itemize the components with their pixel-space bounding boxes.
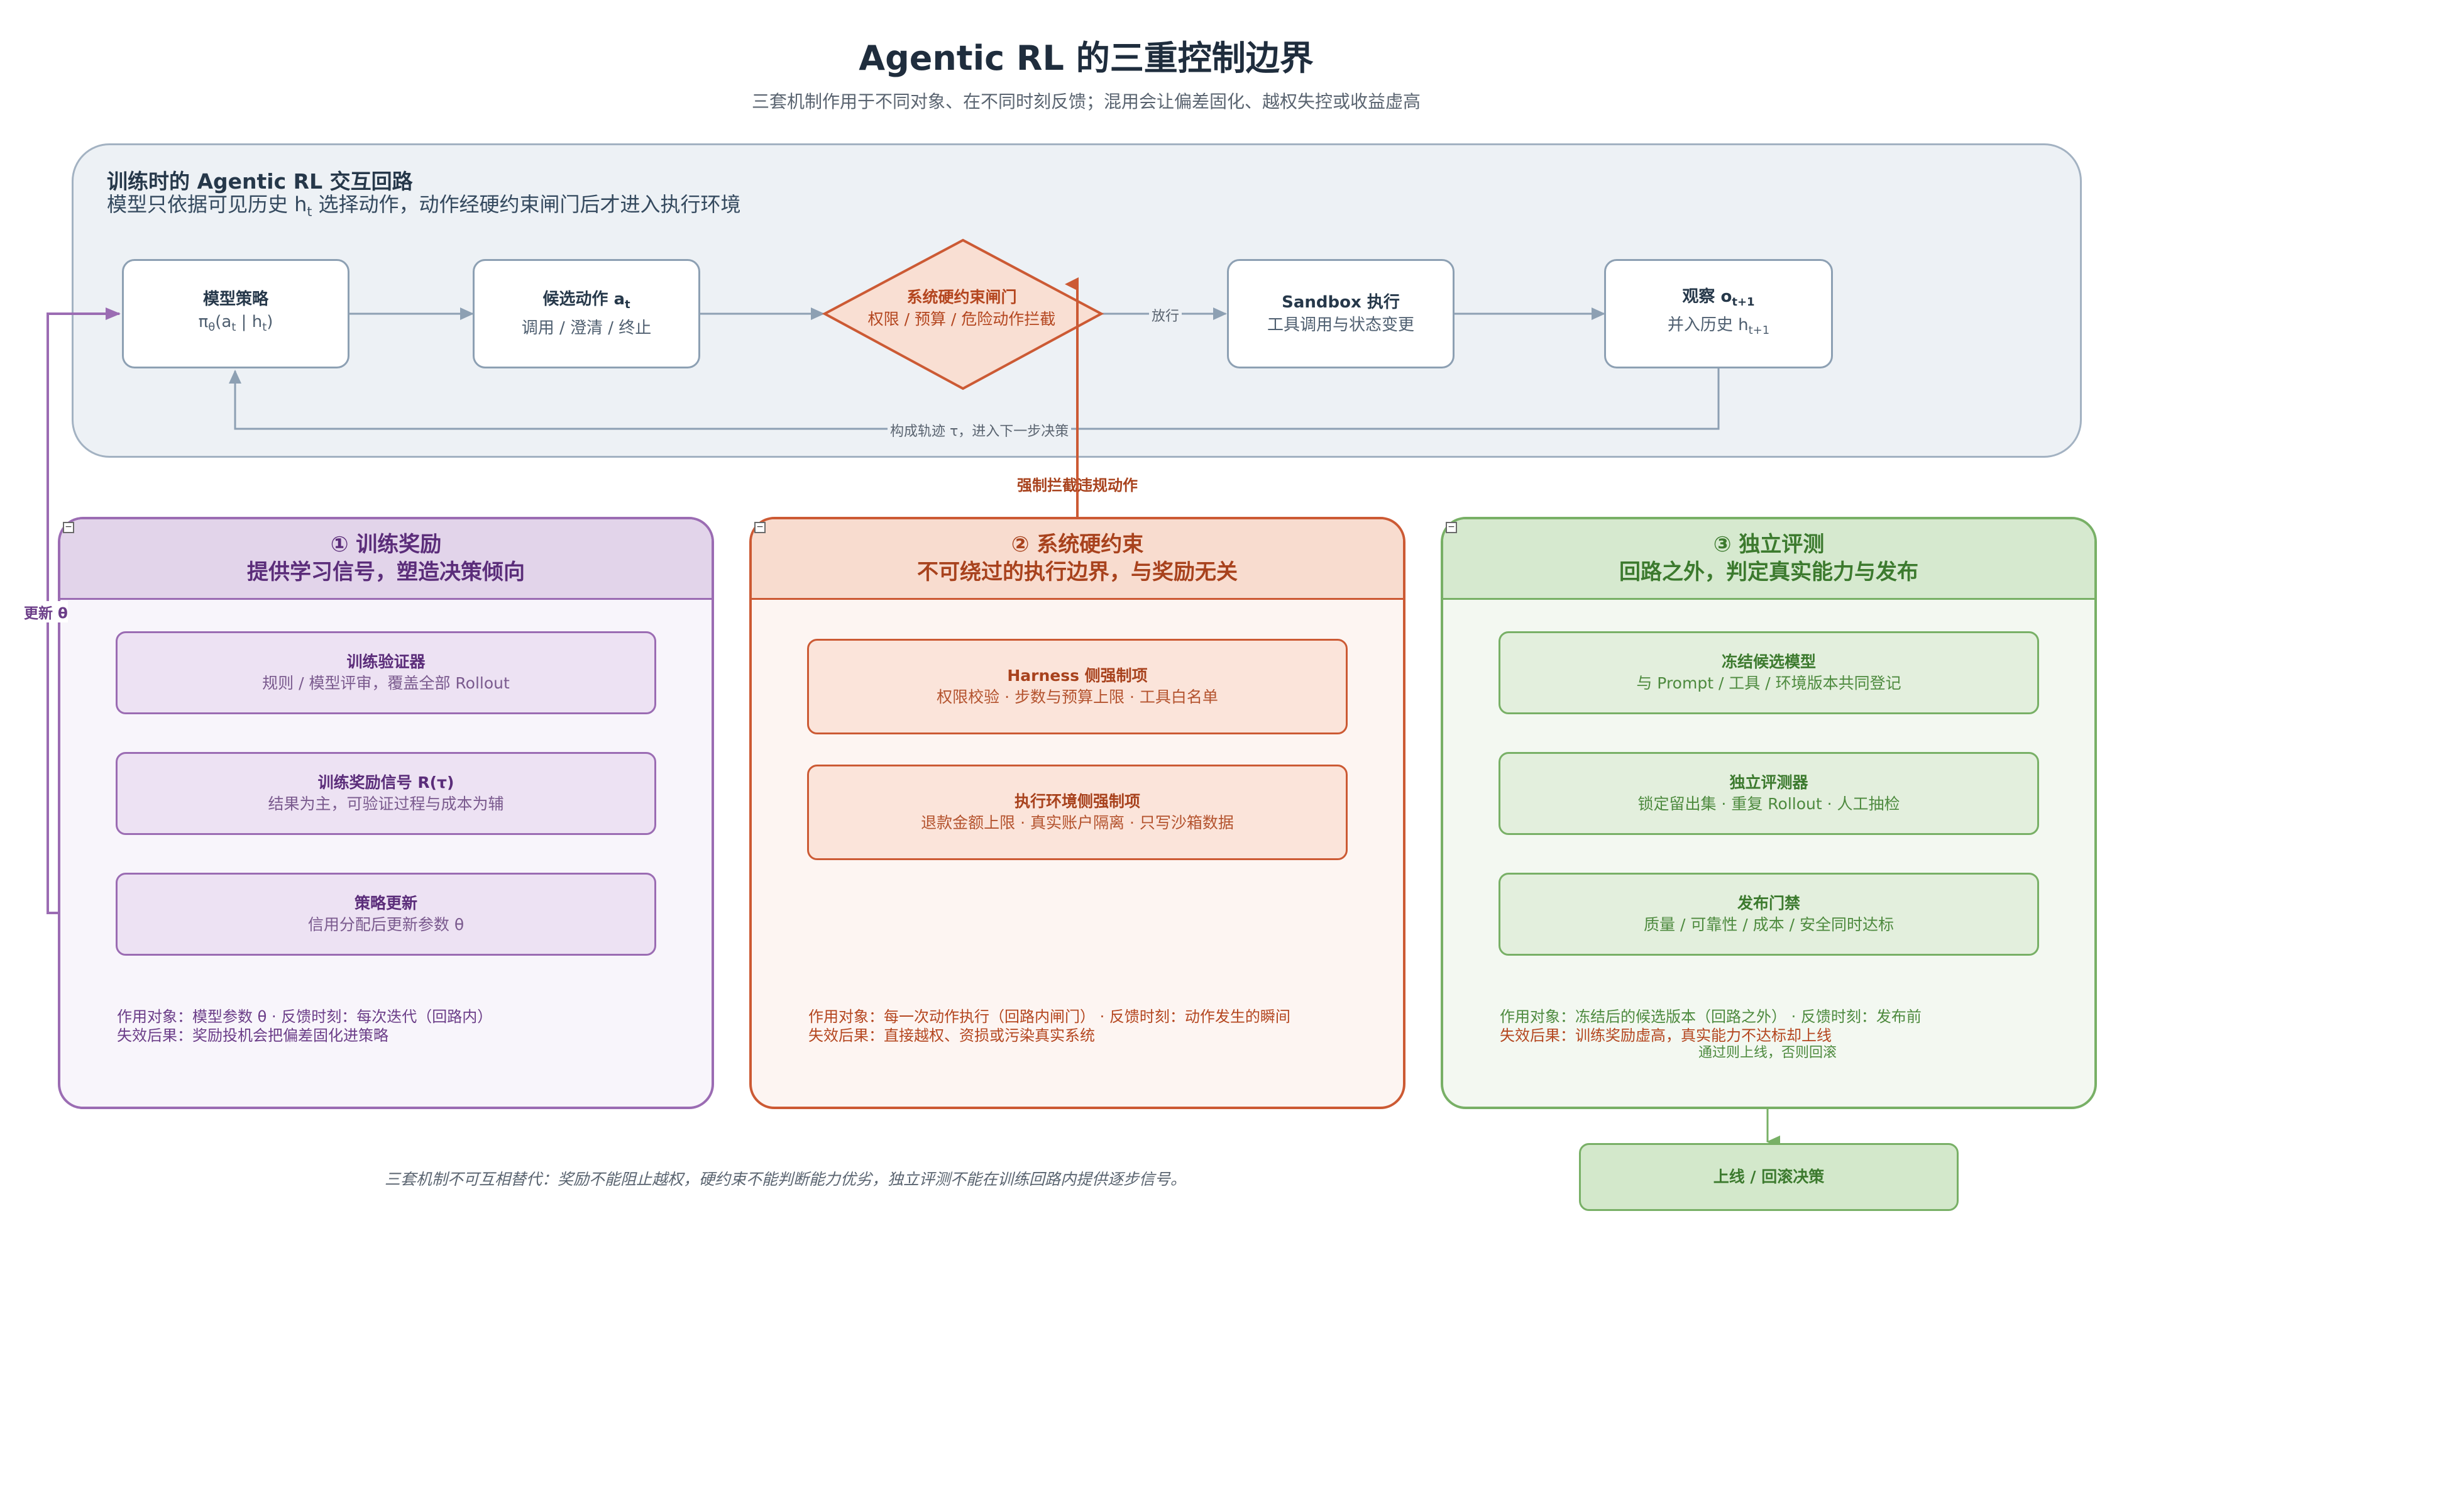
independent-evaluator-box: 独立评测器 锁定留出集 · 重复 Rollout · 人工抽检 (1499, 752, 2039, 835)
policy-formula: πθ(at | ht) (198, 312, 273, 334)
observe-desc: 并入历史 ht+1 (1667, 316, 1770, 338)
panel-reward-header: ① 训练奖励 提供学习信号，塑造决策倾向 (60, 519, 712, 600)
box-title: 发布门禁 (1737, 894, 1800, 912)
box-title: 执行环境侧强制项 (1014, 792, 1140, 810)
release-decision-label: 上线 / 回滚决策 (1713, 1168, 1825, 1186)
gate-desc: 权限 / 预算 / 危险动作拦截 (867, 310, 1056, 328)
sandbox-desc: 工具调用与状态变更 (1267, 316, 1414, 334)
panel-reward-subtitle: 提供学习信号，塑造决策倾向 (247, 560, 525, 585)
panel-hard-header: ② 系统硬约束 不可绕过的执行边界，与奖励无关 (752, 519, 1403, 600)
reward-failure-note: 失效后果：奖励投机会把偏差固化进策略 (117, 1027, 388, 1044)
feedback-label: 构成轨迹 τ，进入下一步决策 (888, 420, 1072, 440)
pass-label: 放行 (1149, 305, 1182, 325)
observe-title: 观察 ot+1 (1682, 287, 1755, 309)
panel-eval-subtitle: 回路之外，判定真实能力与发布 (1619, 560, 1918, 585)
sandbox-node: Sandbox 执行 工具调用与状态变更 (1227, 259, 1455, 368)
environment-enforcement-box: 执行环境侧强制项 退款金额上限 · 真实账户隔离 · 只写沙箱数据 (807, 765, 1348, 860)
sandbox-title: Sandbox 执行 (1282, 293, 1400, 312)
box-title: 训练验证器 (346, 653, 426, 671)
collapse-icon[interactable]: − (1446, 522, 1457, 533)
training-verifier-box: 训练验证器 规则 / 模型评审，覆盖全部 Rollout (116, 631, 656, 714)
box-desc: 退款金额上限 · 真实账户隔离 · 只写沙箱数据 (921, 814, 1234, 832)
harness-enforcement-box: Harness 侧强制项 权限校验 · 步数与预算上限 · 工具白名单 (807, 639, 1348, 734)
box-desc: 结果为主，可验证过程与成本为辅 (268, 795, 504, 813)
box-title: 策略更新 (354, 894, 417, 912)
panel-reward-title: ① 训练奖励 (330, 532, 442, 557)
box-title: 冻结候选模型 (1721, 653, 1816, 671)
page-subtitle: 三套机制作用于不同对象、在不同时刻反馈；混用会让偏差固化、越权失控或收益虚高 (751, 91, 1421, 112)
hard-failure-note: 失效后果：直接越权、资损或污染真实系统 (808, 1027, 1095, 1044)
panel-eval-header: ③ 独立评测 回路之外，判定真实能力与发布 (1443, 519, 2094, 600)
policy-update-box: 策略更新 信用分配后更新参数 θ (116, 873, 656, 956)
action-node: 候选动作 at 调用 / 澄清 / 终止 (473, 259, 700, 368)
panel-hard-subtitle: 不可绕过的执行边界，与奖励无关 (917, 560, 1238, 585)
box-title: 训练奖励信号 R(τ) (317, 773, 454, 792)
gate-diamond (822, 238, 1104, 390)
eval-failure-note: 失效后果：训练奖励虚高，真实能力不达标却上线 (1500, 1027, 1832, 1044)
policy-node: 模型策略 πθ(at | ht) (122, 259, 349, 368)
frozen-candidate-box: 冻结候选模型 与 Prompt / 工具 / 环境版本共同登记 (1499, 631, 2039, 714)
reward-signal-box: 训练奖励信号 R(τ) 结果为主，可验证过程与成本为辅 (116, 752, 656, 835)
gate-title: 系统硬约束闸门 (906, 288, 1017, 306)
policy-title: 模型策略 (202, 290, 268, 309)
box-desc: 信用分配后更新参数 θ (307, 915, 465, 934)
action-title: 候选动作 at (542, 290, 630, 312)
observe-node: 观察 ot+1 并入历史 ht+1 (1604, 259, 1833, 368)
hard-scope-note: 作用对象：每一次动作执行（回路内闸门） · 反馈时刻：动作发生的瞬间 (808, 1008, 1290, 1025)
box-desc: 与 Prompt / 工具 / 环境版本共同登记 (1636, 674, 1901, 692)
panel-hard-title: ② 系统硬约束 (1011, 532, 1144, 557)
release-decision-box: 上线 / 回滚决策 (1579, 1143, 1959, 1211)
collapse-icon[interactable]: − (63, 522, 74, 533)
box-title: Harness 侧强制项 (1007, 666, 1148, 685)
panel-eval-title: ③ 独立评测 (1713, 532, 1825, 557)
loop-title: 训练时的 Agentic RL 交互回路 (107, 169, 413, 194)
box-desc: 质量 / 可靠性 / 成本 / 安全同时达标 (1644, 915, 1894, 934)
box-desc: 权限校验 · 步数与预算上限 · 工具白名单 (937, 688, 1218, 706)
box-title: 独立评测器 (1729, 773, 1808, 792)
footnote: 三套机制不可互相替代：奖励不能阻止越权，硬约束不能判断能力优劣，独立评测不能在训… (385, 1170, 1187, 1188)
release-gate-box: 发布门禁 质量 / 可靠性 / 成本 / 安全同时达标 (1499, 873, 2039, 956)
collapse-icon[interactable]: − (754, 522, 766, 533)
eval-scope-note: 作用对象：冻结后的候选版本（回路之外） · 反馈时刻：发布前 (1500, 1008, 1922, 1025)
update-theta-label: 更新 θ (24, 601, 68, 622)
gate-node: 系统硬约束闸门 权限 / 预算 / 危险动作拦截 (823, 286, 1100, 330)
enforce-label: 强制拦截违规动作 (1017, 477, 1138, 494)
box-desc: 规则 / 模型评审，覆盖全部 Rollout (262, 674, 510, 692)
reward-scope-note: 作用对象：模型参数 θ · 反馈时刻：每次迭代（回路内） (117, 1008, 493, 1025)
action-desc: 调用 / 澄清 / 终止 (521, 318, 652, 338)
box-desc: 锁定留出集 · 重复 Rollout · 人工抽检 (1637, 795, 1900, 813)
release-condition-label: 通过则上线，否则回滚 (1698, 1045, 1837, 1061)
loop-description: 模型只依据可见历史 ht 选择动作，动作经硬约束闸门后才进入执行环境 (107, 192, 741, 219)
page-title: Agentic RL 的三重控制边界 (859, 38, 1314, 78)
